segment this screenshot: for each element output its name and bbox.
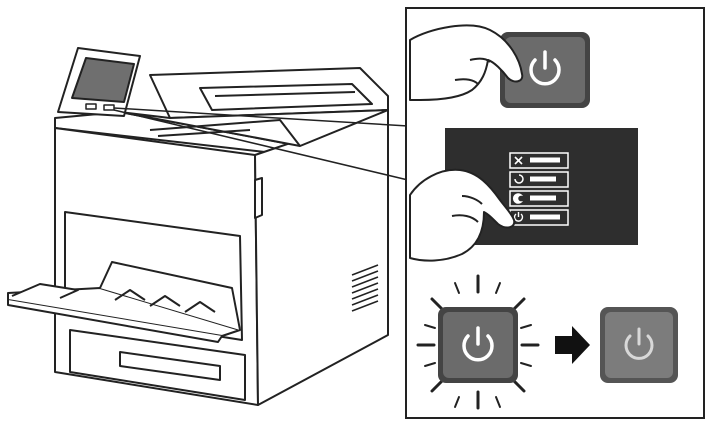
power-icon [513, 212, 524, 222]
printer [54, 67, 389, 406]
restart-icon [514, 174, 524, 184]
callout-line-top [113, 107, 409, 127]
arrow-right-icon [555, 326, 590, 364]
bypass-tray [7, 261, 241, 343]
callout-line-bottom [113, 109, 409, 181]
close-icon [514, 156, 523, 165]
control-panel [57, 47, 141, 117]
touchscreen [71, 57, 135, 103]
hand-selecting [409, 168, 516, 262]
printer-side [254, 109, 389, 406]
output-tray [199, 83, 373, 111]
power-icon [462, 326, 494, 362]
hand-pressing [409, 24, 524, 101]
power-icon [624, 327, 654, 360]
menu-item-close [509, 152, 569, 169]
step-1 [409, 24, 590, 108]
power-menu [509, 152, 569, 226]
printer-top-surface [119, 109, 389, 147]
step-2 [409, 128, 638, 262]
power-button-small [103, 104, 115, 111]
callout-lines [113, 107, 409, 181]
power-icon [529, 50, 561, 86]
blink-rays [416, 274, 540, 410]
step-3 [416, 274, 678, 410]
home-button [85, 103, 97, 110]
menu-item-sleep [509, 190, 569, 207]
sleep-mode-icon [512, 193, 524, 204]
tray-handle [119, 351, 221, 381]
power-button [505, 37, 585, 103]
side-vent [351, 264, 379, 312]
menu-item-restart [509, 171, 569, 188]
